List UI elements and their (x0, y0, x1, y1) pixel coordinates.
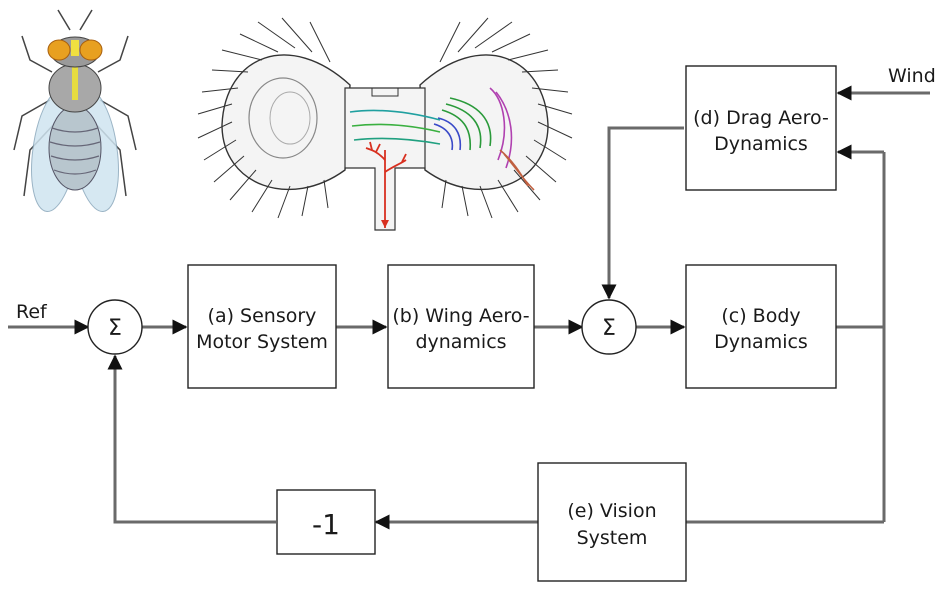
summing-junction-1: Σ (87, 299, 143, 355)
block-drag-aerodynamics: (d) Drag Aero- Dynamics (685, 65, 837, 191)
svg-text:Dynamics: Dynamics (714, 133, 808, 155)
block-body-dynamics: (c) Body Dynamics (685, 264, 837, 389)
svg-text:(b) Wing Aero-: (b) Wing Aero- (392, 305, 529, 327)
svg-text:Dynamics: Dynamics (714, 331, 808, 353)
svg-text:Σ: Σ (602, 316, 616, 341)
svg-text:System: System (577, 527, 648, 549)
fly-eye-left (47, 39, 71, 61)
block-sensory-motor: (a) Sensory Motor System (187, 264, 337, 389)
svg-text:(e) Vision: (e) Vision (567, 500, 656, 522)
summing-junction-2: Σ (581, 299, 637, 355)
fly-eye-right (79, 39, 103, 61)
svg-text:(d) Drag Aero-: (d) Drag Aero- (693, 107, 829, 129)
fly-illustration (13, 9, 137, 212)
svg-text:dynamics: dynamics (415, 331, 506, 353)
descending-neuron-red (365, 141, 407, 228)
wire-gain-to-sum1 (107, 354, 276, 524)
label-wind: Wind (888, 65, 936, 87)
svg-text:Σ: Σ (108, 316, 122, 341)
block-vision-system: (e) Vision System (537, 462, 687, 582)
signal-wires (8, 85, 930, 530)
svg-text:Motor System: Motor System (196, 331, 328, 353)
block-wing-aerodynamics: (b) Wing Aero- dynamics (387, 264, 535, 389)
label-ref: Ref (16, 301, 48, 323)
brain-illustration (197, 17, 573, 231)
block-negative-gain: -1 (276, 489, 376, 555)
svg-text:(c) Body: (c) Body (721, 305, 800, 327)
svg-text:-1: -1 (312, 508, 340, 541)
svg-text:(a) Sensory: (a) Sensory (208, 305, 317, 327)
wire-d-to-sum2 (601, 126, 684, 300)
